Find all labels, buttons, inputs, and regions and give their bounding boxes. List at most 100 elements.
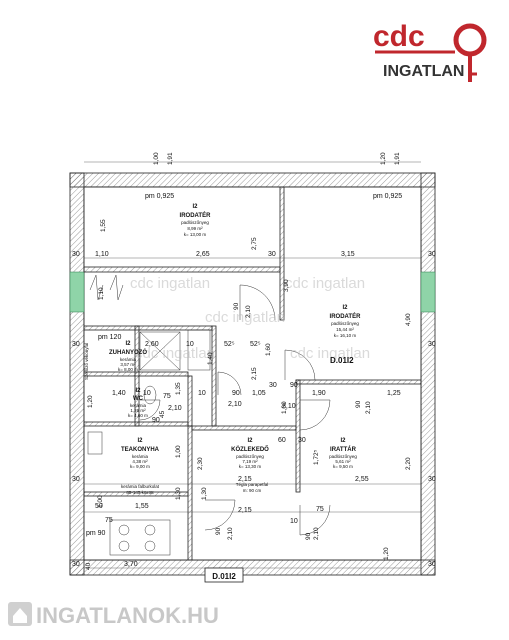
svg-text:1,91: 1,91 bbox=[394, 152, 401, 165]
windows bbox=[69, 271, 436, 313]
svg-text:90: 90 bbox=[233, 302, 240, 310]
svg-text:15,44 m²: 15,44 m² bbox=[336, 327, 354, 332]
svg-text:90: 90 bbox=[305, 532, 312, 540]
unit-code-bottom: D.01I2 bbox=[212, 572, 236, 581]
svg-text:2,15: 2,15 bbox=[251, 367, 258, 380]
svg-text:2,10: 2,10 bbox=[313, 527, 320, 540]
svg-text:1,26 m²: 1,26 m² bbox=[130, 408, 146, 413]
watermark: cdc ingatlan bbox=[130, 275, 210, 292]
svg-text:1,25: 1,25 bbox=[387, 390, 401, 397]
svg-text:IRODATÉR: IRODATÉR bbox=[180, 211, 212, 219]
svg-text:KÖZLEKEDŐ: KÖZLEKEDŐ bbox=[231, 446, 269, 453]
dimension-lines bbox=[84, 161, 421, 569]
svg-text:85-145 között: 85-145 között bbox=[126, 490, 154, 495]
svg-text:1,60: 1,60 bbox=[265, 343, 272, 356]
svg-text:1,00: 1,00 bbox=[97, 495, 104, 508]
svg-text:1,00: 1,00 bbox=[281, 401, 288, 414]
svg-text:1,91: 1,91 bbox=[167, 152, 174, 165]
svg-text:1,20: 1,20 bbox=[87, 395, 94, 408]
svg-text:pm 0,925: pm 0,925 bbox=[145, 193, 174, 200]
svg-text:75: 75 bbox=[105, 517, 113, 524]
svg-text:padlószőnyeg: padlószőnyeg bbox=[329, 454, 357, 459]
svg-text:Szellőző vékonyfal: Szellőző vékonyfal bbox=[84, 343, 89, 380]
svg-text:1,72⁵: 1,72⁵ bbox=[313, 449, 320, 465]
svg-text:m: 90 cm: m: 90 cm bbox=[243, 488, 262, 493]
svg-text:5,61 m²: 5,61 m² bbox=[335, 459, 351, 464]
cdc-logo: cdc INGATLAN bbox=[373, 20, 487, 82]
svg-text:90: 90 bbox=[152, 417, 160, 424]
svg-text:1,35: 1,35 bbox=[175, 382, 182, 395]
svg-text:30: 30 bbox=[428, 341, 436, 348]
svg-text:1,10: 1,10 bbox=[95, 251, 109, 258]
room-office-right: I2 IRODATÉR padlószőnyeg 15,44 m² k= 16,… bbox=[330, 305, 362, 338]
svg-text:padlószőnyeg: padlószőnyeg bbox=[331, 321, 359, 326]
svg-text:Tégla parapetfal: Tégla parapetfal bbox=[236, 482, 269, 487]
svg-text:IRODATÉR: IRODATÉR bbox=[330, 312, 362, 320]
svg-text:3,70: 3,70 bbox=[124, 561, 138, 568]
svg-text:I2: I2 bbox=[247, 438, 253, 444]
svg-text:45: 45 bbox=[159, 410, 166, 418]
unit-code-box bbox=[204, 567, 244, 583]
radiator-left-icon bbox=[89, 274, 104, 301]
interior-walls bbox=[83, 186, 422, 561]
room-shower: I2 ZUHANYOZÓ kerámia 3,57 m² k= 8,00 m bbox=[109, 341, 147, 372]
svg-text:1,55: 1,55 bbox=[135, 503, 149, 510]
svg-text:30: 30 bbox=[428, 476, 436, 483]
svg-text:2,10: 2,10 bbox=[282, 403, 296, 410]
stove bbox=[109, 519, 171, 556]
room-kitchen: I2 TEAKONYHA kerámia 4,38 m² k= 9,00 m k… bbox=[121, 438, 160, 495]
watermark: cdc ingatlan bbox=[285, 275, 365, 292]
svg-text:52⁵: 52⁵ bbox=[250, 341, 261, 348]
svg-text:30: 30 bbox=[72, 341, 80, 348]
svg-text:90: 90 bbox=[232, 390, 240, 397]
svg-text:1,00: 1,00 bbox=[153, 152, 160, 165]
watermark: cdc ingatlan bbox=[205, 309, 285, 326]
svg-text:30: 30 bbox=[72, 561, 80, 568]
svg-text:10: 10 bbox=[290, 518, 298, 525]
svg-text:3,90: 3,90 bbox=[283, 279, 290, 292]
svg-text:7,19 m²: 7,19 m² bbox=[242, 459, 258, 464]
svg-text:1,55: 1,55 bbox=[100, 219, 107, 232]
svg-text:30: 30 bbox=[428, 561, 436, 568]
svg-text:1,00: 1,00 bbox=[175, 445, 182, 458]
svg-text:30: 30 bbox=[268, 251, 276, 258]
logo-sub: INGATLAN bbox=[383, 63, 464, 80]
svg-text:I2: I2 bbox=[135, 388, 141, 394]
svg-text:kerámia: kerámia bbox=[132, 454, 149, 459]
svg-text:2,15: 2,15 bbox=[238, 476, 252, 483]
svg-text:30: 30 bbox=[298, 437, 306, 444]
svg-text:60: 60 bbox=[278, 437, 286, 444]
svg-text:3,15: 3,15 bbox=[341, 251, 355, 258]
toilet-icon bbox=[143, 385, 157, 405]
svg-text:2,75: 2,75 bbox=[251, 237, 258, 250]
svg-text:I2: I2 bbox=[342, 305, 348, 311]
svg-text:k= 13,00 m: k= 13,00 m bbox=[184, 232, 207, 237]
window-right bbox=[420, 271, 436, 313]
watermark: cdc ingatlan bbox=[135, 345, 215, 362]
window-left bbox=[69, 271, 85, 313]
svg-text:I2: I2 bbox=[137, 438, 143, 444]
svg-text:2,10: 2,10 bbox=[365, 401, 372, 414]
svg-text:1,20: 1,20 bbox=[383, 547, 390, 560]
svg-text:50: 50 bbox=[95, 503, 103, 510]
boiler bbox=[87, 431, 103, 455]
svg-text:75: 75 bbox=[316, 506, 324, 513]
radiator-right-icon bbox=[109, 274, 124, 301]
svg-text:4,38 m²: 4,38 m² bbox=[132, 459, 148, 464]
svg-text:75: 75 bbox=[163, 393, 171, 400]
svg-text:ZUHANYOZÓ: ZUHANYOZÓ bbox=[109, 348, 147, 356]
svg-text:1,20: 1,20 bbox=[380, 152, 387, 165]
svg-text:30: 30 bbox=[72, 251, 80, 258]
svg-text:30: 30 bbox=[428, 251, 436, 258]
logo-brand: cdc bbox=[373, 20, 425, 53]
svg-text:I2: I2 bbox=[125, 341, 131, 347]
svg-text:90: 90 bbox=[215, 527, 222, 535]
svg-text:2,10: 2,10 bbox=[227, 527, 234, 540]
svg-text:padlószőnyeg: padlószőnyeg bbox=[236, 454, 264, 459]
room-corridor: I2 KÖZLEKEDŐ padlószőnyeg 7,19 m² k= 13,… bbox=[231, 438, 269, 493]
svg-text:8,99 m²: 8,99 m² bbox=[187, 226, 203, 231]
svg-text:k= 8,00 m: k= 8,00 m bbox=[118, 367, 138, 372]
ingatlanok-logo: INGATLANOK.HU bbox=[8, 602, 218, 628]
svg-text:2,65: 2,65 bbox=[196, 251, 210, 258]
